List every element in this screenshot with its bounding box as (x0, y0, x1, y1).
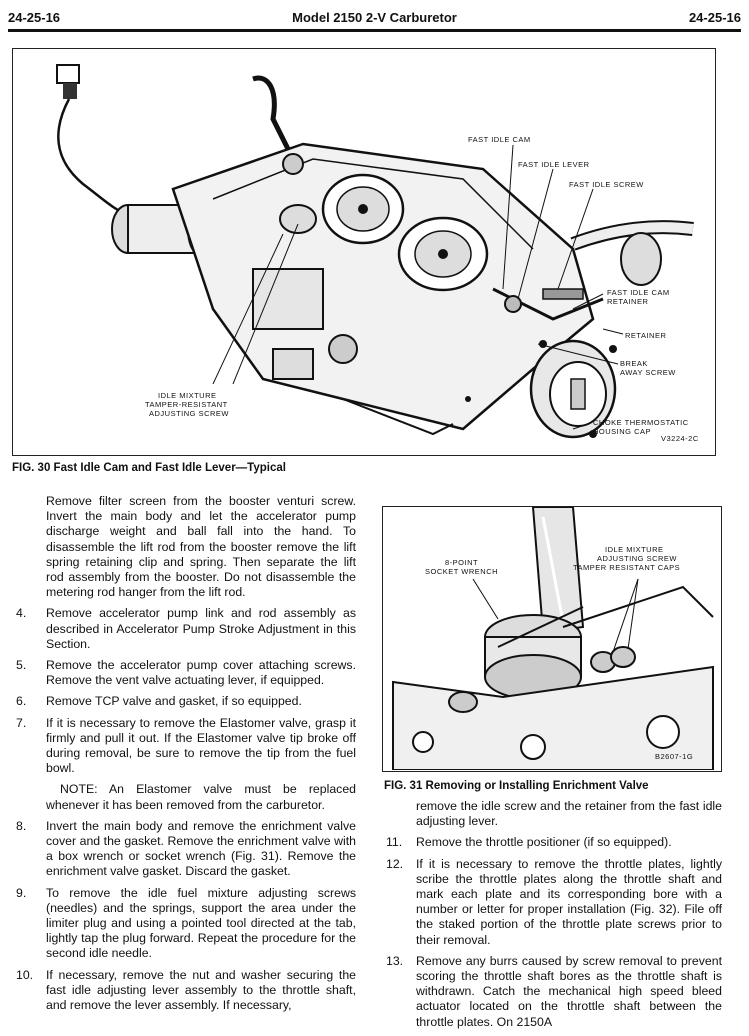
callout-idle-mixture-line3: ADJUSTING SCREW (149, 409, 229, 418)
callout-choke-cap-line2: HOUSING CAP (593, 427, 651, 436)
figure-code: V3224-2C (661, 434, 699, 443)
left-column: Remove filter screen from the booster ve… (12, 494, 356, 1019)
callout-retainer: RETAINER (625, 331, 666, 340)
continuation-paragraph: remove the idle screw and the retainer f… (416, 799, 722, 829)
list-item: 7. If it is necessary to remove the Elas… (16, 715, 356, 776)
callout-caps-line2: ADJUSTING SCREW (597, 554, 677, 563)
callout-fast-idle-cam-retainer-line2: RETAINER (607, 297, 648, 306)
header-rule (8, 29, 741, 32)
list-item: 10. If necessary, remove the nut and was… (16, 967, 356, 1013)
figure-31-caption: FIG. 31 Removing or Installing Enrichmen… (384, 780, 649, 792)
list-item: 12. If it is necessary to remove the thr… (386, 856, 722, 947)
callout-socket-line2: SOCKET WRENCH (425, 567, 498, 576)
callout-caps-line3: TAMPER RESISTANT CAPS (573, 563, 680, 572)
figure-31: 8-POINT SOCKET WRENCH IDLE MIXTURE ADJUS… (382, 506, 722, 772)
right-column: remove the idle screw and the retainer f… (382, 799, 722, 1036)
callout-break-away-line1: BREAK (620, 359, 648, 368)
note-paragraph: NOTE: An Elastomer valve must be replace… (46, 782, 356, 812)
callout-caps-line1: IDLE MIXTURE (605, 545, 664, 554)
callout-idle-mixture-line1: IDLE MIXTURE (158, 391, 217, 400)
callout-fast-idle-lever: FAST IDLE LEVER (518, 160, 590, 169)
list-item: 8. Invert the main body and remove the e… (16, 818, 356, 879)
callout-socket-line1: 8-POINT (445, 558, 478, 567)
callout-choke-cap-line1: CHOKE THERMOSTATIC (593, 418, 689, 427)
page-number-left: 24-25-16 (8, 10, 61, 25)
page-header: 24-25-16 Model 2150 2-V Carburetor 24-25… (8, 8, 741, 28)
page-title: Model 2150 2-V Carburetor (292, 10, 457, 25)
list-item: 9. To remove the idle fuel mixture adjus… (16, 885, 356, 961)
intro-paragraph: Remove filter screen from the booster ve… (46, 494, 356, 600)
list-item: 5. Remove the accelerator pump cover att… (16, 658, 356, 688)
list-item: 4. Remove accelerator pump link and rod … (16, 606, 356, 651)
list-item: 13. Remove any burrs caused by screw rem… (386, 953, 722, 1029)
enrichment-valve-illustration: 8-POINT SOCKET WRENCH IDLE MIXTURE ADJUS… (392, 506, 714, 771)
page-number-right: 24-25-16 (688, 10, 741, 25)
figure-31-code: B2607-1G (655, 752, 693, 761)
callout-fast-idle-cam-retainer-line1: FAST IDLE CAM (607, 288, 670, 297)
callout-idle-mixture-line2: TAMPER-RESISTANT (145, 400, 228, 409)
figure-30: FAST IDLE CAM FAST IDLE LEVER FAST IDLE … (12, 48, 716, 456)
list-item: 6. Remove TCP valve and gasket, if so eq… (16, 694, 302, 709)
figure-30-caption: FIG. 30 Fast Idle Cam and Fast Idle Leve… (12, 462, 286, 474)
callout-break-away-line2: AWAY SCREW (620, 368, 676, 377)
callout-fast-idle-screw: FAST IDLE SCREW (569, 180, 644, 189)
list-item: 11. Remove the throttle positioner (if s… (386, 835, 672, 850)
callout-fast-idle-cam: FAST IDLE CAM (468, 135, 531, 144)
carburetor-illustration: FAST IDLE CAM FAST IDLE LEVER FAST IDLE … (56, 64, 699, 443)
